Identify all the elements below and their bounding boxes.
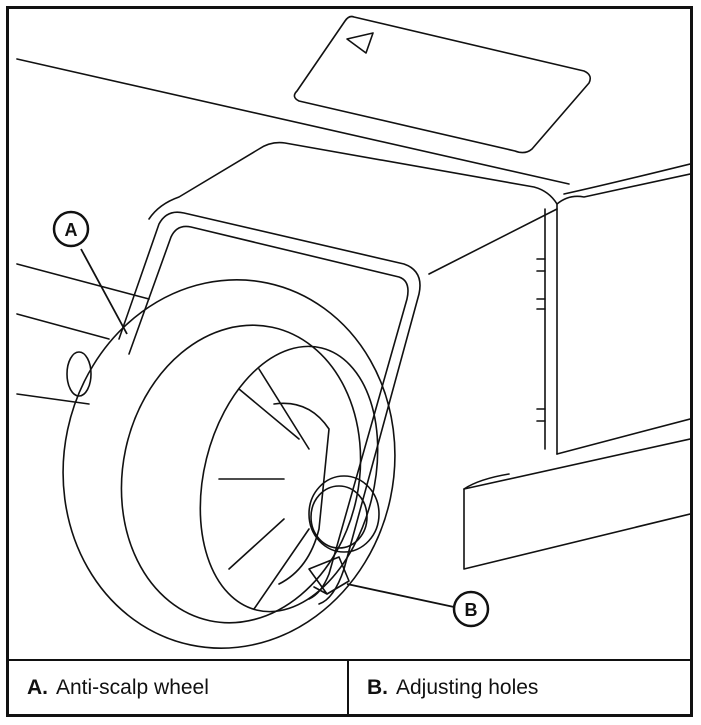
deck-top-edge-right [563, 163, 690, 195]
callout-a: A [52, 210, 128, 335]
housing-top [148, 141, 558, 220]
callout-a-label: A [65, 220, 78, 240]
callout-b-label: B [465, 600, 478, 620]
wheel-tire [62, 279, 396, 649]
decal-plate [293, 15, 591, 154]
housing-right-panel [556, 173, 690, 455]
legend-item-a: A. Anti-scalp wheel [9, 661, 349, 714]
legend-item-b: B. Adjusting holes [349, 661, 690, 714]
legend-table: A. Anti-scalp wheel B. Adjusting holes [9, 659, 690, 714]
housing-bottom-edge [556, 418, 690, 455]
legend-letter: B. [367, 675, 388, 699]
legend-text: Anti-scalp wheel [56, 675, 209, 699]
figure-frame: A B A. Anti-scalp wheel B. Adjusting hol… [6, 6, 693, 717]
callout-b: B [346, 583, 490, 628]
deck-skirt [463, 438, 690, 570]
legend-text: Adjusting holes [396, 675, 539, 699]
axle-bolt [308, 475, 380, 553]
decal-triangle [346, 32, 374, 54]
deck-top-edge [16, 58, 570, 185]
adjusting-hole-tab [308, 556, 350, 595]
mower-deck-illustration: A B [16, 15, 690, 649]
legend-letter: A. [27, 675, 48, 699]
